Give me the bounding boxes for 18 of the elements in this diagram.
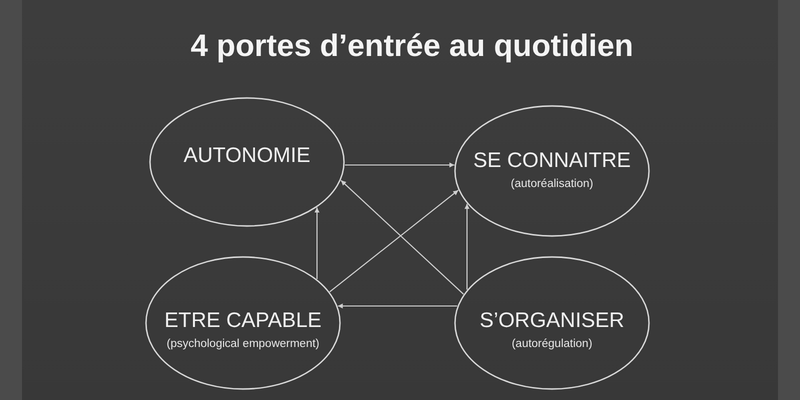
arrow — [338, 304, 458, 308]
node-subtitle: (psychological empowerment) — [166, 338, 320, 350]
node-subtitle: (autoréalisation) — [510, 178, 594, 190]
arrow — [344, 162, 454, 168]
node-title: AUTONOMIE — [184, 144, 310, 168]
node-title: SE CONNAITRE — [473, 148, 631, 172]
arrow — [340, 180, 464, 295]
node-title: S’ORGANISER — [480, 308, 624, 332]
ellipse-node — [149, 97, 345, 227]
node-title: ETRE CAPABLE — [164, 308, 322, 332]
arrow — [464, 204, 470, 290]
node-subtitle: (autorégulation) — [512, 338, 592, 350]
ellipse-node — [145, 256, 341, 390]
arrow — [314, 208, 320, 280]
arrow — [329, 190, 459, 292]
ellipse-node — [454, 105, 650, 237]
ellipse-node — [454, 256, 650, 390]
title: 4 portes d’entrée au quotidien — [190, 28, 634, 63]
